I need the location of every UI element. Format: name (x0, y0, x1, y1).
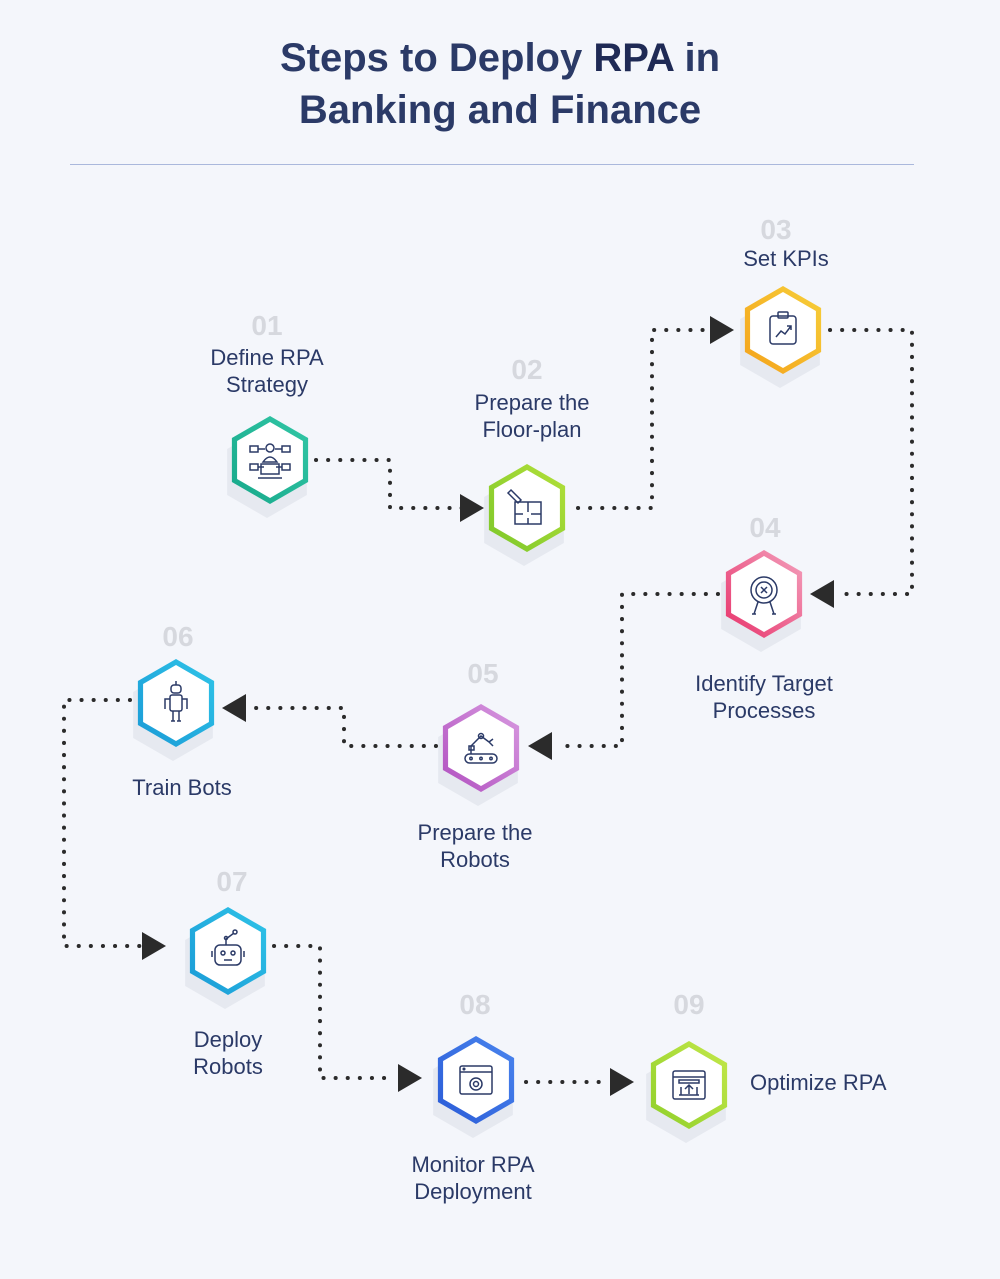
step-hexagon (714, 538, 814, 652)
target-board-icon (721, 550, 803, 652)
hexagon-inner (237, 422, 303, 498)
hexagon-inner (731, 556, 797, 632)
step-hexagon (733, 274, 833, 388)
browser-upload-icon (646, 1041, 728, 1143)
hexagon-inner (143, 665, 209, 741)
step-label: Prepare the Floor-plan (474, 390, 590, 442)
arrowhead-to-09 (610, 1068, 634, 1096)
step-number: 02 (511, 354, 543, 385)
step-label: Train Bots (132, 775, 232, 800)
connector-05-06 (250, 706, 438, 748)
step-hexagon (431, 692, 531, 806)
kpi-clipboard-chart-icon (740, 286, 822, 388)
title-line-2: Banking and Finance (298, 88, 702, 132)
browser-gear-icon (433, 1036, 515, 1138)
floor-plan-pencil-icon (484, 464, 566, 566)
title-line-1: Steps to Deploy RPA in (0, 32, 1000, 84)
humanoid-robot-icon (133, 659, 215, 761)
title-divider (70, 164, 914, 165)
step-label: Optimize RPA (750, 1070, 887, 1095)
connector-06-07 (62, 698, 142, 948)
step-number: 03 (760, 214, 792, 245)
org-chart-person-icon (227, 416, 309, 518)
step-number: 07 (216, 866, 248, 897)
hexagon-inner (448, 710, 514, 786)
arrowhead-to-08 (398, 1064, 422, 1092)
arrowhead-to-05 (528, 732, 552, 760)
step-hexagon (477, 452, 577, 566)
connector-04-05 (556, 592, 720, 748)
step-hexagon (426, 1024, 526, 1138)
arrowhead-to-02 (460, 494, 484, 522)
robotic-arm-conveyor-icon (438, 704, 520, 806)
page-title: Steps to Deploy RPA in Banking and Finan… (0, 32, 1000, 136)
robot-head-icon (185, 907, 267, 1009)
step-number: 04 (749, 512, 781, 543)
step-number: 09 (673, 989, 705, 1020)
hexagon-inner (750, 292, 816, 368)
hexagon-inner (195, 913, 261, 989)
step-label: Prepare the Robots (417, 820, 533, 872)
hexagon-inner (443, 1042, 509, 1118)
arrowhead-to-04 (810, 580, 834, 608)
step-hexagon (126, 647, 226, 761)
step-number: 05 (467, 658, 499, 689)
title-text: Steps to Deploy (279, 36, 594, 80)
title-text: in (673, 36, 721, 80)
arrowhead-to-07 (142, 932, 166, 960)
step-hexagon (220, 404, 320, 518)
step-hexagon (639, 1029, 739, 1143)
arrowhead-to-03 (710, 316, 734, 344)
step-label: Identify Target Processes (695, 671, 833, 723)
connector-07-08 (272, 944, 398, 1080)
arrowhead-to-06 (222, 694, 246, 722)
step-number: 06 (162, 621, 194, 652)
title-highlight: RPA (593, 36, 674, 80)
connector-03-04 (828, 328, 914, 596)
step-label: Monitor RPA Deployment (411, 1152, 535, 1204)
step-number: 08 (459, 989, 491, 1020)
connector-02-03 (576, 328, 714, 510)
hexagon-inner (494, 470, 560, 546)
step-number: 01 (251, 310, 283, 341)
step-label: Deploy Robots (193, 1027, 263, 1079)
step-label: Set KPIs (743, 246, 829, 271)
step-label: Define RPA Strategy (210, 345, 324, 397)
step-hexagon (178, 895, 278, 1009)
connector-01-02 (314, 458, 464, 510)
